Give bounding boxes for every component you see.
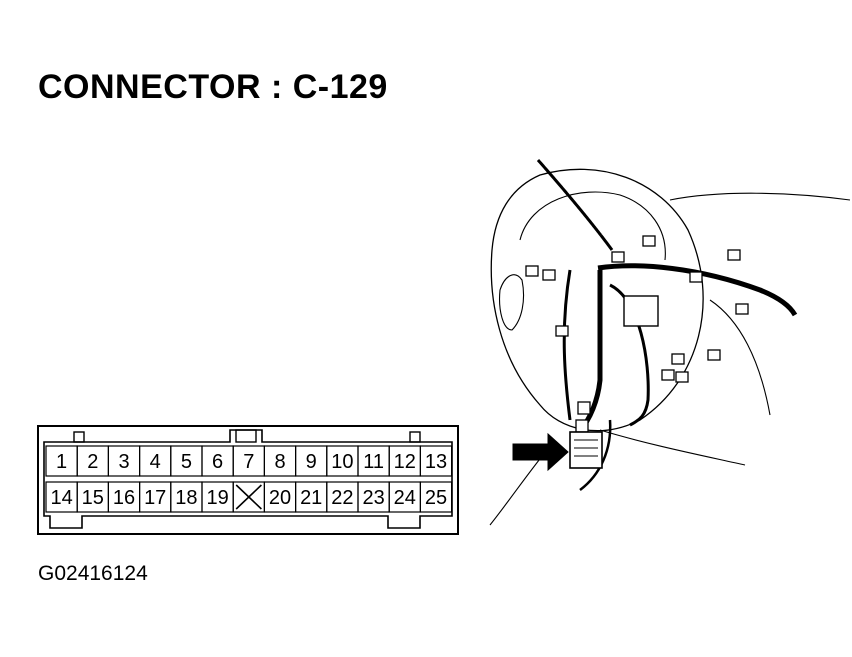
pin-number: 5 [181, 451, 192, 473]
small-connector [575, 419, 589, 433]
dashboard-line-upper [669, 192, 851, 201]
pin-number: 23 [362, 487, 384, 509]
pin-number: 24 [394, 487, 416, 509]
pin-number: 15 [82, 487, 104, 509]
pin-number: 7 [243, 451, 254, 473]
pin-number: 19 [206, 487, 228, 509]
small-connector [611, 251, 625, 263]
small-connector [707, 349, 721, 361]
small-connector [675, 371, 689, 383]
pin-number: 3 [118, 451, 129, 473]
pin-number: 8 [274, 451, 285, 473]
antenna-wire [536, 159, 614, 251]
figure-id: G02416124 [38, 562, 148, 585]
small-connector [671, 353, 685, 365]
branch-harness [562, 269, 572, 421]
small-connector [727, 249, 741, 261]
steering-wheel-inner [519, 191, 666, 261]
pin-number: 6 [212, 451, 223, 473]
pin-number: 25 [425, 487, 447, 509]
pin-number: 13 [425, 451, 447, 473]
empty-cavity-cross-icon [235, 484, 262, 510]
connector-tab-right [409, 431, 421, 443]
junction-block [623, 295, 659, 327]
connector-lock-tab [235, 429, 257, 443]
small-connector [735, 303, 749, 315]
pointer-arrow-icon [512, 432, 569, 472]
steering-spoke [499, 274, 525, 331]
pin-cavity [419, 481, 453, 513]
pin-number: 4 [150, 451, 161, 473]
pin-number: 2 [87, 451, 98, 473]
pin-number: 17 [144, 487, 166, 509]
pin-number: 12 [394, 451, 416, 473]
small-connector [555, 325, 569, 337]
pin-number: 16 [113, 487, 135, 509]
connector-housing [37, 425, 459, 535]
floor-line [599, 429, 746, 466]
lower-harness [579, 419, 612, 491]
pin-cavity [419, 445, 453, 477]
pin-number: 20 [269, 487, 291, 509]
page-title: CONNECTOR : C-129 [38, 68, 388, 106]
connector-tab-left [73, 431, 85, 443]
small-connector [689, 271, 703, 283]
small-connector [642, 235, 656, 247]
pin-number: 11 [363, 451, 384, 473]
pin-number: 18 [175, 487, 197, 509]
pin-number: 1 [56, 451, 67, 473]
pin-number: 14 [50, 487, 72, 509]
cross-harness [597, 263, 798, 317]
steering-wheel-rim [490, 168, 704, 432]
pin-number: 10 [331, 451, 353, 473]
pin-number: 9 [306, 451, 317, 473]
small-connector [525, 265, 539, 277]
target-connector-hatch [574, 439, 598, 457]
pin-number: 22 [331, 487, 353, 509]
target-connector-c129 [569, 431, 603, 469]
pin-number: 21 [300, 487, 322, 509]
small-connector [661, 369, 675, 381]
small-connector [577, 401, 591, 415]
small-connector [542, 269, 556, 281]
dashboard-line-lower [709, 299, 771, 416]
